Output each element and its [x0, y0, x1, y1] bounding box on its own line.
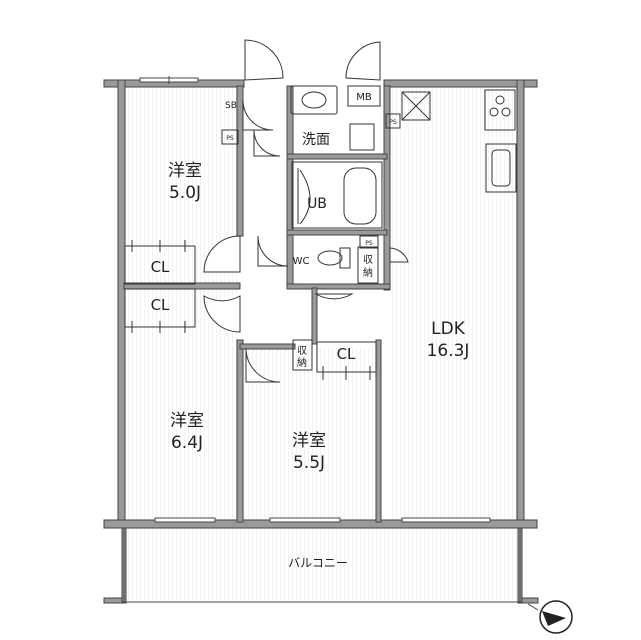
pipe-space-label-2: PS: [389, 119, 397, 126]
compass-north-icon: [527, 600, 573, 634]
pipe-space-label-1: PS: [226, 135, 234, 142]
interior-walls: [123, 85, 391, 523]
fixtures: [221, 85, 517, 284]
storage2-label-a: 収: [297, 345, 307, 357]
bedroom3-size: 5.5J: [293, 453, 325, 473]
bedroom2-size: 6.4J: [171, 433, 203, 453]
balcony-label: バルコニー: [288, 556, 348, 570]
bedroom1-name: 洋室: [168, 161, 202, 181]
washroom-label: 洗面: [302, 132, 330, 148]
pipe-space-label-3: PS: [365, 240, 373, 247]
meter-box-label: MB: [356, 92, 372, 103]
closet3-label: CL: [337, 345, 356, 363]
toilet-label: WC: [293, 256, 310, 267]
bedroom1-size: 5.0J: [169, 183, 201, 203]
door-swings: [203, 39, 409, 383]
room-labels: 洋室 5.0J 洋室 6.4J 洋室 5.5J LDK 16.3J CL CL …: [151, 92, 470, 570]
outer-walls: [103, 79, 539, 604]
bath-label: UB: [307, 196, 327, 212]
ldk-name: LDK: [431, 319, 466, 339]
bedroom3-name: 洋室: [292, 431, 326, 451]
balcony-railing: [123, 527, 521, 603]
storage1-label-a: 収: [363, 254, 373, 266]
closet-bedroom3: [292, 339, 377, 380]
storage1-label-b: 納: [363, 266, 373, 279]
ldk-size: 16.3J: [427, 341, 470, 361]
storage2-label-b: 納: [297, 356, 307, 369]
closet1-label: CL: [151, 258, 170, 276]
bedroom2-name: 洋室: [170, 411, 204, 431]
floor-fills: [124, 86, 522, 602]
shoe-box-label: SB: [225, 101, 237, 111]
windows: [139, 76, 491, 523]
closets-left: [124, 240, 196, 333]
closet2-label: CL: [151, 296, 170, 314]
